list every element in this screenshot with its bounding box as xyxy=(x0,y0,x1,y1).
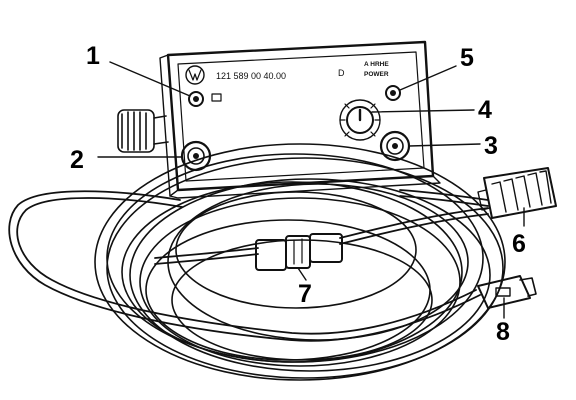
callout-1: 1 xyxy=(86,42,100,70)
rotary-knob xyxy=(339,99,381,141)
power-lamp xyxy=(385,85,401,101)
callout-7: 7 xyxy=(298,280,312,308)
callout-6: 6 xyxy=(512,230,526,258)
left-socket xyxy=(180,140,212,172)
indicator-lamp xyxy=(188,91,222,107)
callout-2: 2 xyxy=(70,146,84,174)
cable-coil xyxy=(94,143,506,381)
callout-4: 4 xyxy=(478,96,492,124)
power-label-line2: POWER xyxy=(364,71,389,78)
callout-3: 3 xyxy=(484,132,498,160)
callout-5: 5 xyxy=(460,44,474,72)
indicator-mark-label: D xyxy=(338,68,345,78)
brand-logo xyxy=(185,65,205,85)
part-number-label: 121 589 00 40.00 xyxy=(216,71,286,81)
cable-through-module-7 xyxy=(154,207,489,265)
callout-8: 8 xyxy=(496,318,510,346)
cable-left-loop xyxy=(8,190,481,342)
right-socket xyxy=(379,130,411,162)
mounting-bracket xyxy=(117,109,169,153)
control-unit: 121 589 00 40.00 D A HRHE POWER xyxy=(117,40,441,199)
multi-pin-plug xyxy=(477,167,557,219)
power-label-line1: A HRHE xyxy=(364,61,389,68)
small-plug xyxy=(477,275,537,309)
leader-lines xyxy=(97,61,525,319)
cable-to-plug-6 xyxy=(399,189,489,207)
